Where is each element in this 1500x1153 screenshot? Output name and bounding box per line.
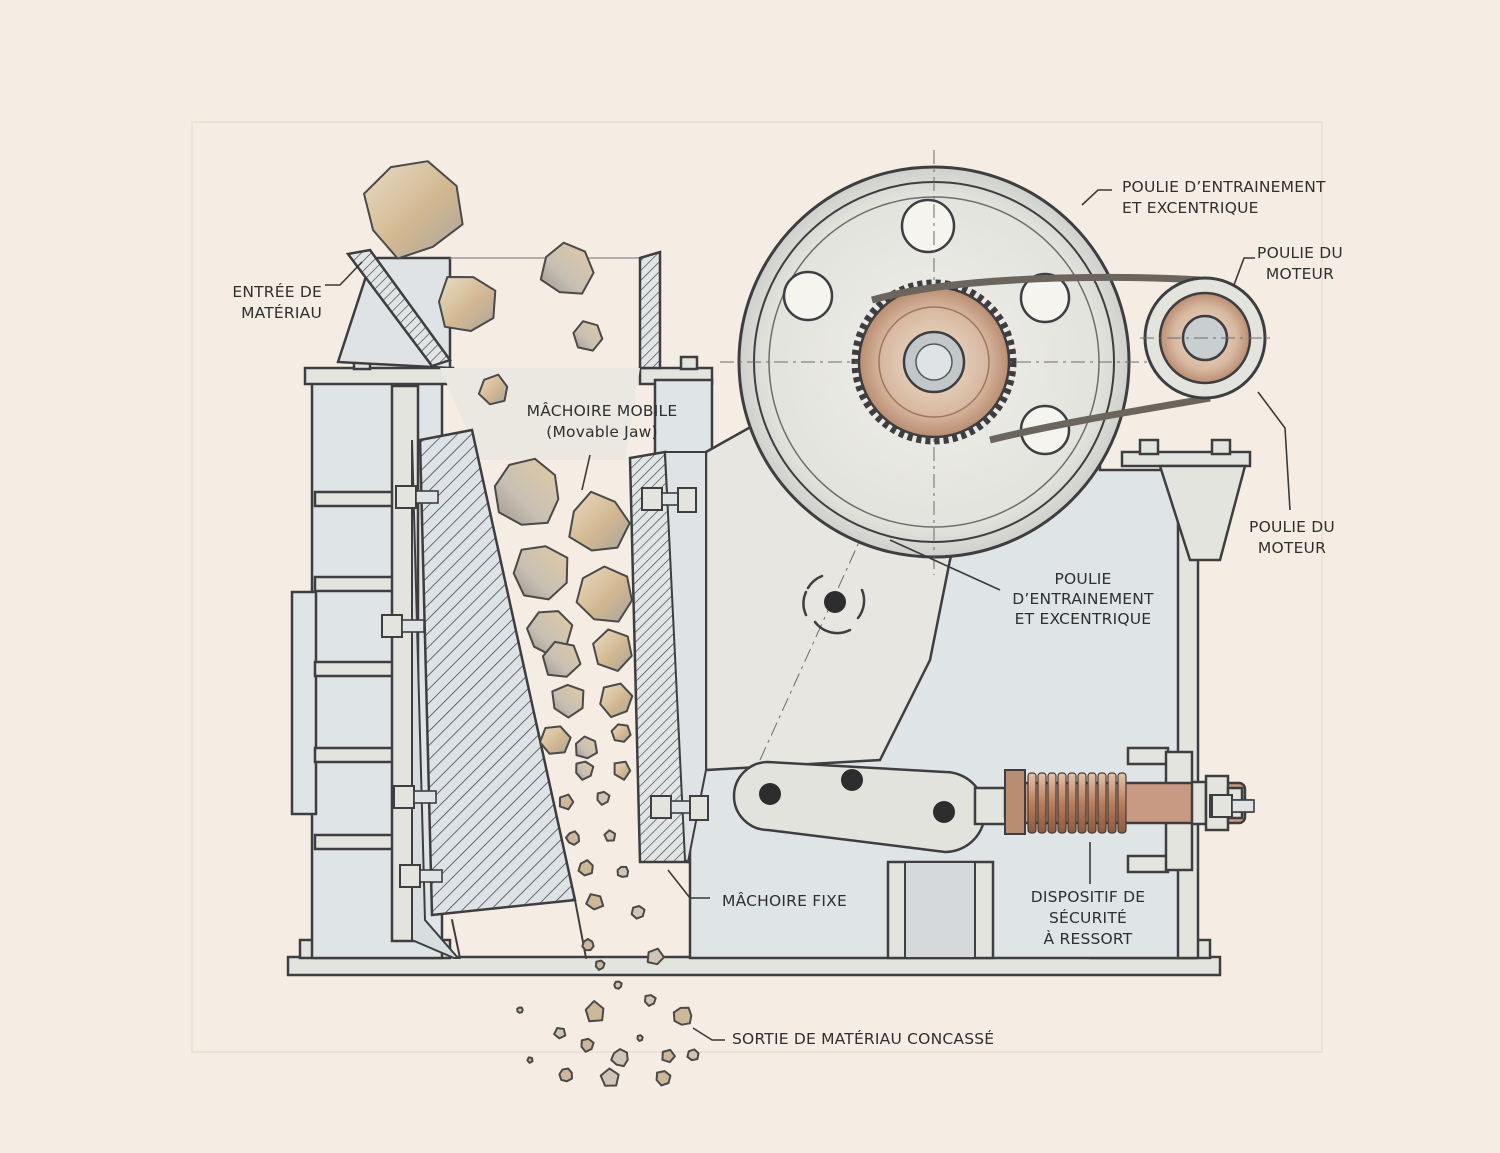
bolt-shank [415, 490, 439, 504]
rock [613, 760, 632, 781]
bolt-nut [677, 487, 697, 513]
rock [363, 160, 464, 260]
crushed-fragment [672, 1006, 693, 1026]
crushed-fragment [613, 980, 623, 990]
crushed-fragment [580, 1037, 595, 1053]
bolt-nut [689, 795, 709, 821]
crushed-fragment [630, 905, 646, 920]
crushed-fragment [686, 1048, 700, 1062]
crushed-fragments [516, 790, 700, 1087]
rock [493, 457, 560, 526]
bolt-head [393, 785, 415, 809]
svg-text:SORTIE DE MATÉRIAU CONCASSÉ: SORTIE DE MATÉRIAU CONCASSÉ [732, 1029, 994, 1048]
rock [551, 683, 585, 719]
crushed-fragment [646, 947, 665, 966]
fixed-jaw-plate [411, 428, 587, 959]
rock [572, 320, 604, 352]
crushed-fragment [565, 830, 580, 846]
crushed-fragment [558, 793, 575, 811]
spring-coil [1067, 772, 1077, 834]
frame-bolts [381, 485, 1255, 888]
rock [599, 682, 634, 719]
rock [539, 241, 595, 295]
bolt-head [650, 795, 672, 819]
crushed-fragment [516, 1006, 524, 1014]
crushed-fragment [553, 1027, 567, 1040]
spring-coil [1107, 772, 1117, 834]
bolt-shank [413, 790, 437, 804]
rock [592, 628, 633, 672]
rocks-falling-in [363, 160, 634, 781]
bolt-head [641, 487, 663, 511]
crushed-fragment [558, 1067, 573, 1083]
bolt-shank [401, 619, 425, 633]
crushed-fragment [526, 1056, 534, 1064]
paper-frame [191, 121, 1323, 1053]
crushed-fragment [596, 790, 611, 806]
crushed-fragment [585, 893, 605, 911]
rock [575, 565, 633, 623]
bolt-head [381, 614, 403, 638]
svg-text:MÂCHOIRE FIXE: MÂCHOIRE FIXE [722, 891, 847, 910]
bolt-shank [419, 869, 443, 883]
rock [539, 725, 572, 755]
spring-coil [1077, 772, 1087, 834]
rock [575, 735, 598, 760]
crushed-fragment [594, 959, 606, 971]
eccentric-shaft [857, 285, 1011, 439]
spring-coil [1057, 772, 1067, 834]
bolt-head [1211, 794, 1233, 818]
crushed-fragment [610, 1048, 629, 1068]
rock [477, 373, 509, 406]
label-movable-jaw: MÂCHOIRE MOBILE(Movable Jaw) [527, 401, 678, 441]
motor-pulley [1140, 276, 1270, 400]
crushed-fragment [644, 994, 657, 1007]
spring-coil [1087, 772, 1097, 834]
rock [512, 545, 569, 601]
svg-text:MÂCHOIRE MOBILE(Movable Jaw): MÂCHOIRE MOBILE(Movable Jaw) [527, 401, 678, 441]
spring-coil [1027, 772, 1037, 834]
spring-coil [1047, 772, 1057, 834]
drive-belt [871, 273, 1211, 444]
bolt-shank [1231, 799, 1255, 813]
bolt-head [399, 864, 421, 888]
bolt-head [395, 485, 417, 509]
spring-coil [1037, 772, 1047, 834]
crushed-fragment [577, 859, 594, 877]
crushed-fragment [603, 829, 617, 842]
leader-lines [325, 189, 1291, 1041]
spring-coil [1117, 772, 1127, 834]
crushed-fragment [581, 938, 595, 952]
rock [575, 760, 595, 781]
spring-coil [1097, 772, 1107, 834]
label-crushed-outlet: SORTIE DE MATÉRIAU CONCASSÉ [732, 1029, 994, 1048]
rock [541, 640, 582, 678]
crushed-fragment [661, 1048, 676, 1064]
rock [568, 490, 631, 552]
rock [610, 723, 632, 743]
label-fixed-jaw: MÂCHOIRE FIXE [722, 891, 847, 910]
spring-safety-device [1003, 769, 1247, 835]
crushed-fragment [636, 1034, 644, 1042]
crushed-fragment [584, 1000, 605, 1023]
crushed-fragment [655, 1070, 672, 1087]
crushed-fragment [616, 865, 630, 878]
rock [438, 276, 497, 332]
crushed-fragment [599, 1067, 620, 1087]
